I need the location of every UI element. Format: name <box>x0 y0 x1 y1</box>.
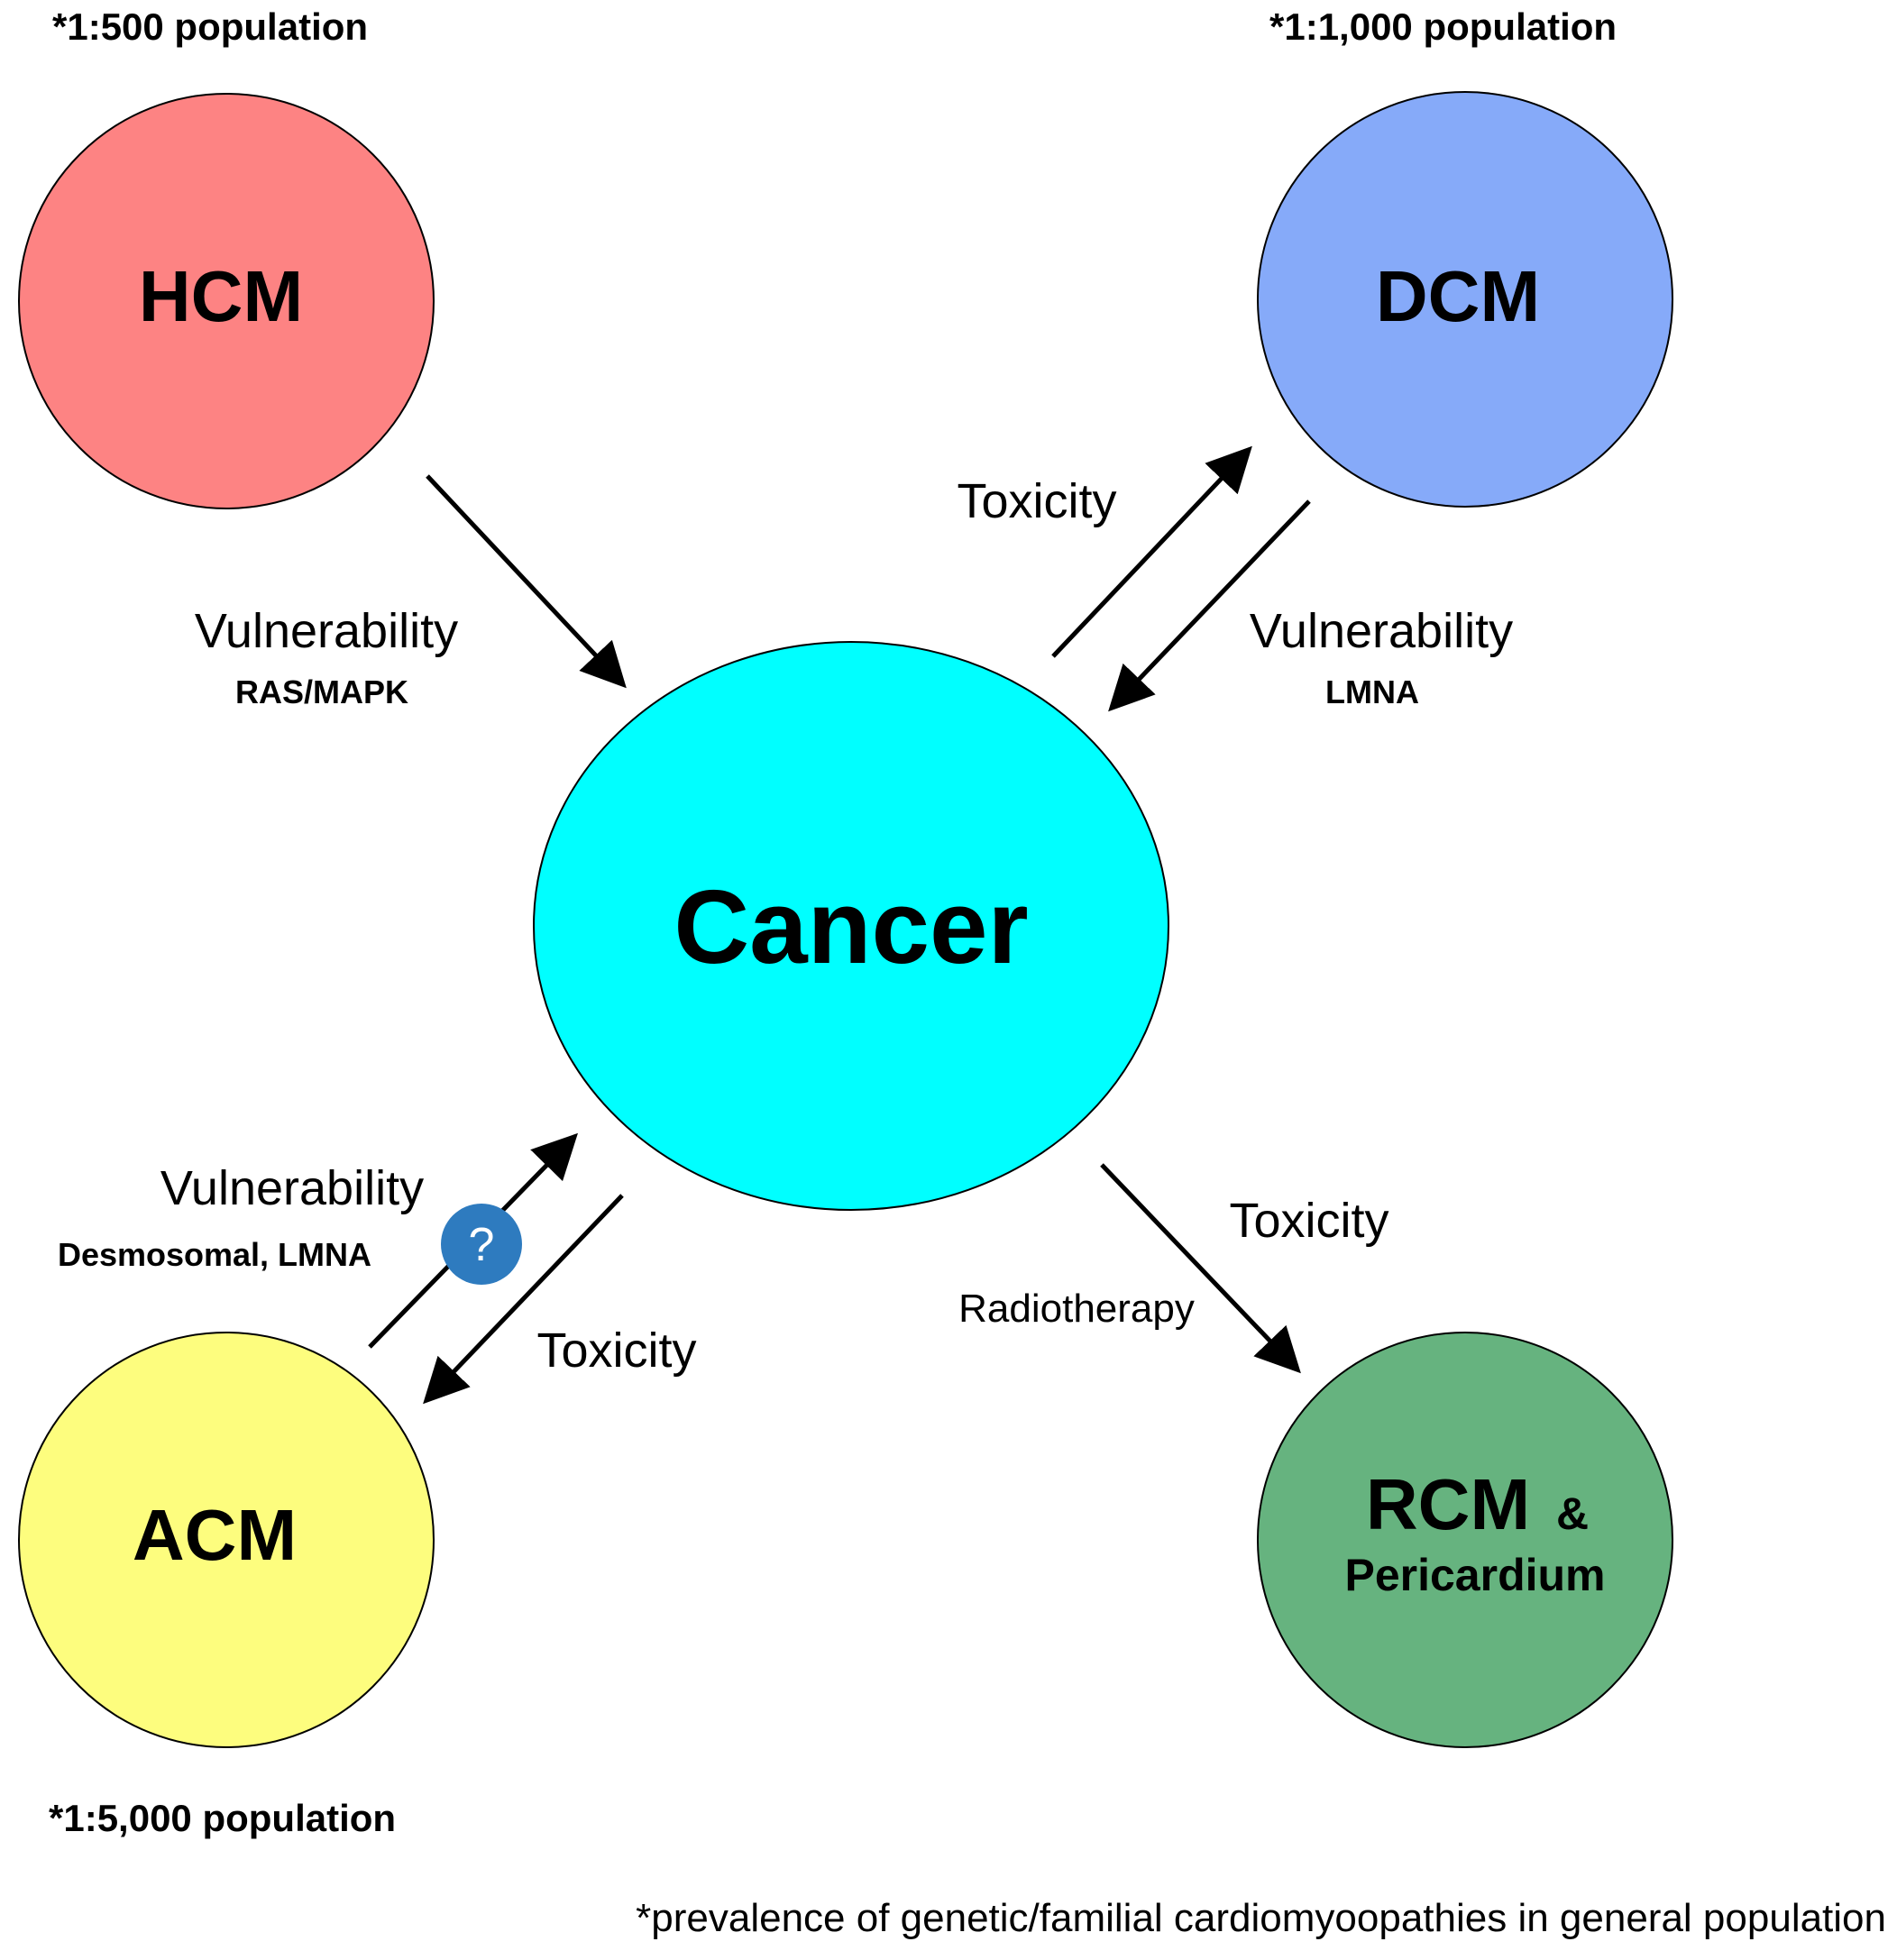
acm-cancer-edge-sublabel: Desmosomal, LMNA <box>58 1236 371 1273</box>
cancer-node <box>533 641 1169 1211</box>
question-badge-text: ? <box>469 1219 495 1271</box>
dcm-prevalence: *1:1,000 population <box>1269 5 1617 48</box>
dcm-node <box>1257 91 1673 508</box>
rcm-ampersand: & <box>1556 1488 1589 1539</box>
dcm-label: DCM <box>1376 256 1540 336</box>
cancer-dcm-edge-label: Toxicity <box>957 474 1116 528</box>
rcm-label: RCM <box>1366 1464 1530 1544</box>
hcm-prevalence: *1:500 population <box>52 5 368 48</box>
acm-label: ACM <box>133 1495 297 1575</box>
arrow-cancer-to-dcm <box>1051 445 1252 658</box>
rcm-sublabel: Pericardium <box>1344 1550 1605 1600</box>
question-badge <box>441 1204 522 1285</box>
arrow-cancer-to-rcm <box>1100 1163 1301 1374</box>
cancer-rcm-edge-sublabel: Radiotherapy <box>958 1287 1195 1331</box>
hcm-cancer-edge-sublabel: RAS/MAPK <box>235 673 408 710</box>
dcm-cancer-edge-sublabel: LMNA <box>1325 673 1419 710</box>
cancer-rcm-edge-label: Toxicity <box>1229 1194 1388 1248</box>
arrow-dcm-to-cancer <box>1108 499 1311 712</box>
arrow-hcm-to-cancer <box>426 474 627 689</box>
acm-node <box>18 1332 435 1748</box>
acm-prevalence: *1:5,000 population <box>49 1797 396 1839</box>
acm-cancer-edge-label: Vulnerability <box>160 1161 424 1215</box>
cancer-label: Cancer <box>674 868 1028 985</box>
hcm-cancer-edge-label: Vulnerability <box>195 604 458 658</box>
hcm-node <box>18 93 435 509</box>
cancer-acm-edge-label: Toxicity <box>536 1323 696 1378</box>
arrow-cancer-to-acm <box>423 1194 624 1405</box>
footnote: *prevalence of genetic/familial cardiomy… <box>636 1896 1886 1940</box>
dcm-cancer-edge-label: Vulnerability <box>1250 604 1513 658</box>
hcm-label: HCM <box>139 256 303 336</box>
rcm-node <box>1257 1332 1673 1748</box>
